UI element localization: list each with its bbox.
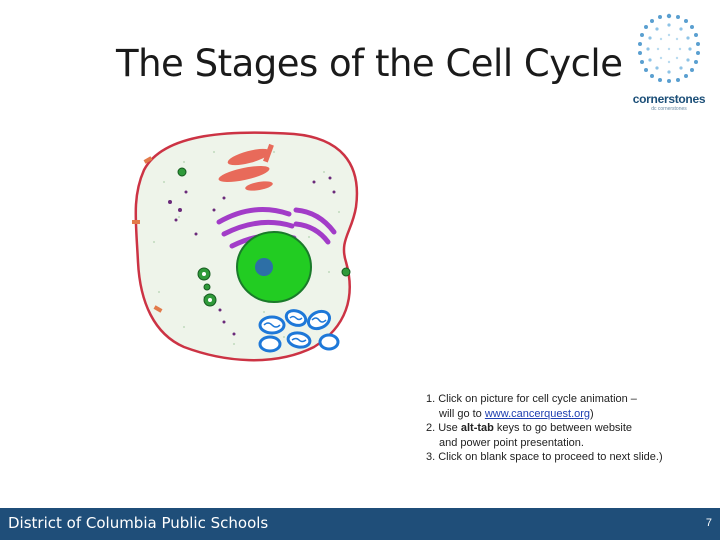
- nucleolus: [255, 258, 273, 276]
- endoplasmic-reticulum: [218, 143, 274, 191]
- instruction-2-suffix: keys to go between website: [493, 422, 633, 434]
- slide-title: The Stages of the Cell Cycle: [116, 42, 623, 85]
- footer-organization: District of Columbia Public Schools: [8, 514, 269, 532]
- slide-number: 7: [705, 517, 712, 529]
- instruction-1-continued: will go to www.cancerquest.org): [426, 407, 716, 422]
- cancerquest-link[interactable]: www.cancerquest.org: [484, 407, 591, 420]
- logo-tagline: dc cornerstones: [651, 106, 687, 112]
- cornerstones-logo: cornerstones dc cornerstones: [626, 10, 712, 114]
- instruction-1-suffix: ): [590, 407, 594, 420]
- nucleus: [236, 231, 312, 303]
- mitochondria: [258, 309, 340, 353]
- cell-cycle-picture[interactable]: [124, 122, 374, 372]
- instruction-2-continued: and power point presentation.: [439, 436, 584, 449]
- instruction-1-prefix: will go to: [439, 407, 485, 420]
- logo-dots-icon: [638, 13, 700, 83]
- logo-wordmark: cornerstones: [632, 92, 706, 106]
- instruction-3: 3. Click on blank space to proceed to ne…: [426, 451, 663, 463]
- animal-cell-illustration: [132, 131, 359, 362]
- instruction-2: 2. Use alt-tab keys to go between websit…: [426, 421, 716, 436]
- instruction-2-prefix: 2. Use: [426, 422, 461, 434]
- alt-tab-keys: alt-tab: [460, 422, 494, 434]
- instruction-1: 1. Click on picture for cell cycle anima…: [426, 393, 637, 405]
- footer-bar: District of Columbia Public Schools 7: [0, 508, 720, 540]
- instructions: 1. Click on picture for cell cycle anima…: [426, 392, 716, 465]
